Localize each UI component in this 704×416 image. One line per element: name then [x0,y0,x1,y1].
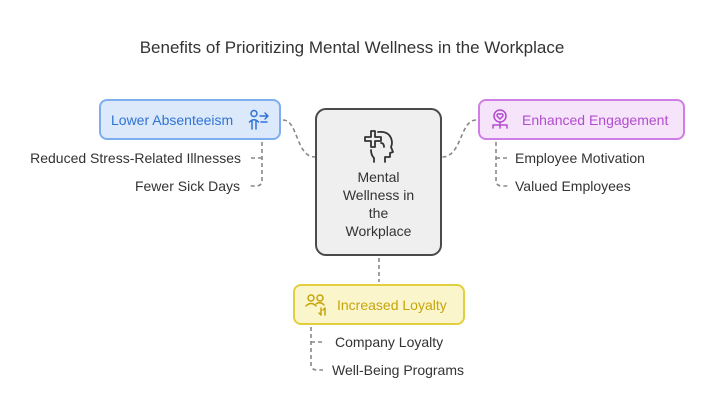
item-fewer-sick-days: Fewer Sick Days [134,178,240,194]
connector-right [441,119,477,158]
item-well-being-programs: Well-Being Programs [332,362,465,378]
item-employee-motivation: Employee Motivation [515,150,645,166]
brain-plus-icon [361,128,397,169]
center-label-line: Mental [357,169,400,185]
center-label-line: Wellness in [342,187,415,203]
item-valued-employees: Valued Employees [515,178,631,194]
person-arrow-icon [247,109,271,131]
branch-label: Lower Absenteeism [111,111,234,128]
branch-increased-loyalty: Increased Loyalty [293,284,465,325]
people-exchange-icon [305,293,329,317]
bracket-right [495,142,508,187]
center-label-line: Workplace [345,223,412,239]
bracket-bottom [310,327,323,371]
branch-enhanced-engagement: Enhanced Engagement [478,99,685,140]
item-company-loyalty: Company Loyalty [335,334,444,350]
branch-lower-absenteeism: Lower Absenteeism [99,99,281,140]
diagram-title: Benefits of Prioritizing Mental Wellness… [139,38,565,57]
branch-label: Increased Loyalty [337,296,447,313]
connector-left [282,119,316,158]
item-reduced-stress: Reduced Stress-Related Illnesses [30,150,241,166]
center-label-line: the [368,205,389,221]
branch-label: Enhanced Engagement [522,111,669,128]
team-heart-icon [490,108,510,131]
center-node: Mental Wellness in the Workplace [315,108,442,256]
bracket-left [250,142,263,187]
